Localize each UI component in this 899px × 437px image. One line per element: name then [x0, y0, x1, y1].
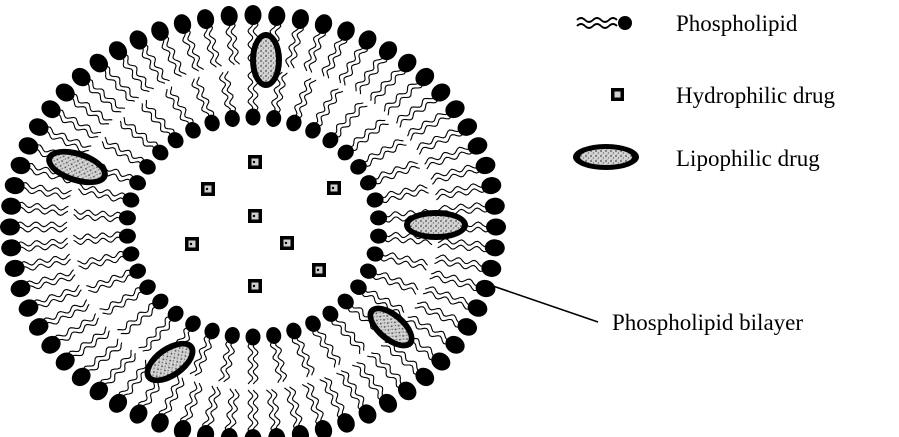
hydrophilic-drug — [185, 237, 199, 251]
hydrophilic-drug — [280, 236, 294, 250]
bilayer-callout-line — [490, 285, 598, 322]
liposome — [0, 5, 506, 437]
hydrophilic-drugs — [185, 155, 341, 293]
lipophilic-drug — [360, 298, 422, 357]
bilayer-label: Phospholipid bilayer — [612, 310, 803, 335]
lipophilic-drug — [42, 142, 113, 192]
lipophilic-drug — [404, 210, 468, 240]
hydrophilic-drug — [327, 181, 341, 195]
hydrophilic-drug-label: Hydrophilic drug — [676, 83, 836, 108]
phospholipid-icon — [577, 16, 632, 30]
hydrophilic-drug — [248, 279, 262, 293]
lipophilic-drug — [250, 32, 282, 88]
inner-leaflet-heads — [118, 109, 387, 346]
hydrophilic-drug — [248, 209, 262, 223]
legend: Phospholipid Hydrophilic drug Lipophilic… — [573, 11, 836, 171]
hydrophilic-drug-icon — [611, 88, 624, 101]
hydrophilic-drug — [248, 155, 262, 169]
lipophilic-drug-label: Lipophilic drug — [676, 146, 820, 171]
hydrophilic-drug — [312, 263, 326, 277]
hydrophilic-drug — [201, 182, 215, 196]
phospholipid-label: Phospholipid — [676, 11, 798, 36]
lipophilic-drug-icon — [573, 144, 639, 170]
